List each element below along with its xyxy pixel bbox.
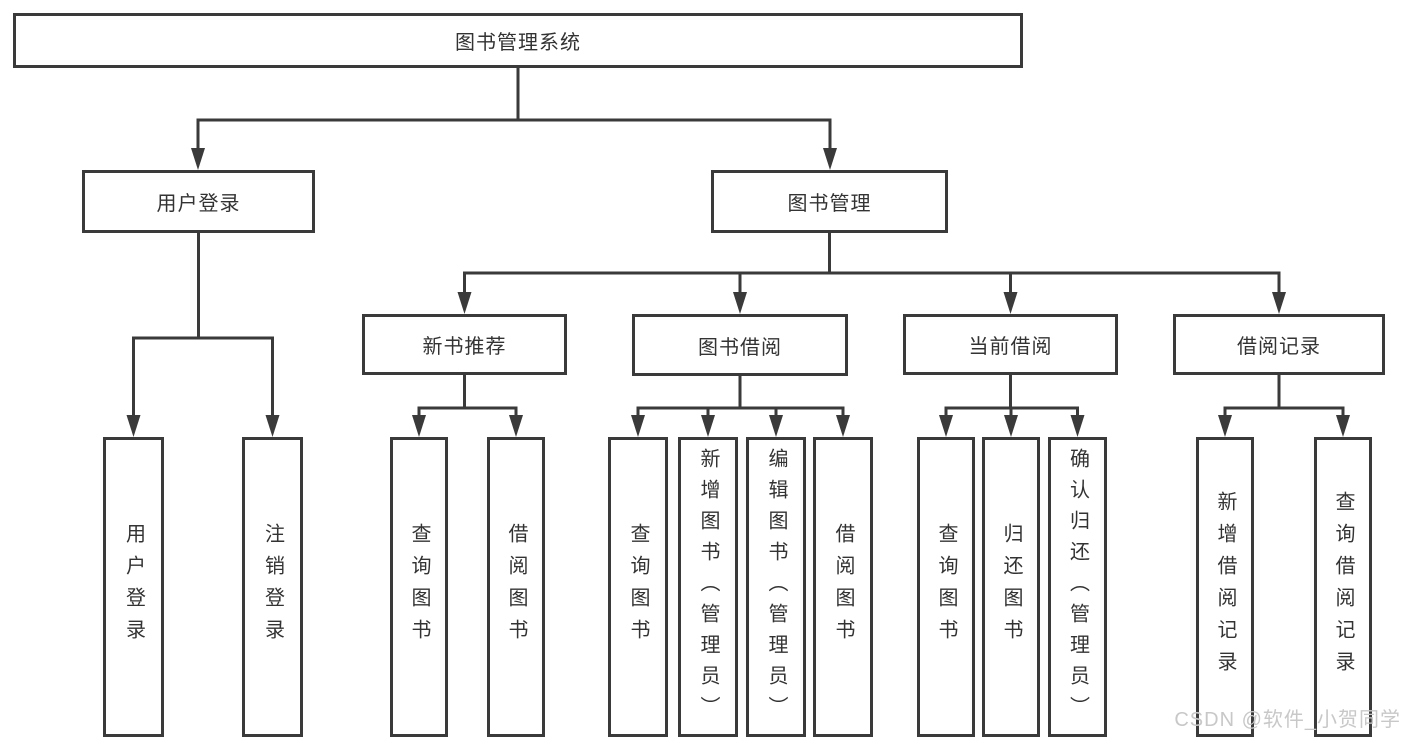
leaf-label: 确认归还（管理员） xyxy=(1066,447,1089,727)
arrow-down-icon xyxy=(1004,415,1018,437)
arrow-down-icon xyxy=(1070,415,1085,437)
leaf-label: 查询图书 xyxy=(935,523,957,651)
leaf-add-borrow-record: 新增借阅记录 xyxy=(1196,437,1254,737)
arrowheads xyxy=(126,148,1350,437)
leaf-label: 编辑图书（管理员） xyxy=(765,447,787,727)
arrow-down-icon xyxy=(265,415,280,437)
leaf-label: 注销登录 xyxy=(261,523,284,651)
arrow-down-icon xyxy=(631,415,645,437)
leaf-return-books: 归还图书 xyxy=(982,437,1040,737)
node-book-borrow: 图书借阅 xyxy=(632,314,848,376)
watermark: CSDN @软件_小贺同学 xyxy=(1174,709,1401,731)
arrow-down-icon xyxy=(126,415,141,437)
arrow-down-icon xyxy=(836,415,850,437)
arrow-down-icon xyxy=(1336,415,1350,437)
arrow-down-icon xyxy=(1272,292,1286,314)
node-new-book-recommend: 新书推荐 xyxy=(362,314,567,375)
leaf-query-borrow-record: 查询借阅记录 xyxy=(1314,437,1372,737)
connector-lines xyxy=(132,68,1345,416)
node-current-borrow: 当前借阅 xyxy=(903,314,1118,375)
arrow-down-icon xyxy=(412,415,426,437)
leaf-label: 查询借阅记录 xyxy=(1332,491,1354,683)
leaf-label: 新增图书（管理员） xyxy=(697,447,719,727)
node-user-login: 用户登录 xyxy=(82,170,315,233)
leaf-label: 借阅图书 xyxy=(505,523,527,651)
node-book-management: 图书管理 xyxy=(711,170,948,233)
leaf-label: 用户登录 xyxy=(122,523,145,651)
leaf-query-books: 查询图书 xyxy=(608,437,668,737)
arrow-down-icon xyxy=(1003,292,1018,314)
node-borrow-records: 借阅记录 xyxy=(1173,314,1385,375)
arrow-down-icon xyxy=(733,292,747,314)
arrow-down-icon xyxy=(823,148,837,170)
leaf-user-login: 用户登录 xyxy=(103,437,164,737)
arrow-down-icon xyxy=(509,415,523,437)
leaf-query-books: 查询图书 xyxy=(917,437,975,737)
leaf-confirm-return-admin: 确认归还（管理员） xyxy=(1048,437,1107,737)
arrow-down-icon xyxy=(191,148,205,170)
leaf-label: 查询图书 xyxy=(408,523,430,651)
arrow-down-icon xyxy=(1218,415,1232,437)
leaf-borrow-books: 借阅图书 xyxy=(813,437,873,737)
leaf-label: 查询图书 xyxy=(627,523,649,651)
leaf-label: 归还图书 xyxy=(1000,523,1022,651)
arrow-down-icon xyxy=(769,415,783,437)
leaf-label: 借阅图书 xyxy=(832,523,854,651)
leaf-borrow-books: 借阅图书 xyxy=(487,437,545,737)
leaf-query-books: 查询图书 xyxy=(390,437,448,737)
leaf-add-books-admin: 新增图书（管理员） xyxy=(678,437,738,737)
node-library-system: 图书管理系统 xyxy=(13,13,1023,68)
leaf-edit-books-admin: 编辑图书（管理员） xyxy=(746,437,806,737)
arrow-down-icon xyxy=(939,415,953,437)
leaf-label: 新增借阅记录 xyxy=(1214,491,1236,683)
leaf-logout: 注销登录 xyxy=(242,437,303,737)
arrow-down-icon xyxy=(701,415,715,437)
arrow-down-icon xyxy=(457,292,472,314)
